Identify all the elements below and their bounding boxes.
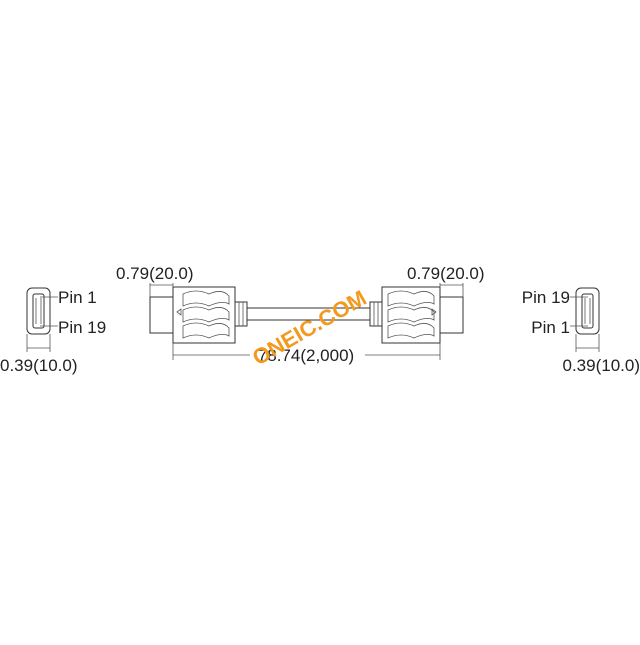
- left-pin-bottom-label: Pin 19: [58, 318, 106, 337]
- right-plug-grip: [388, 323, 434, 338]
- right-strain-relief: [370, 302, 382, 326]
- right-end-outline: [576, 288, 599, 334]
- right-plug-grip: [388, 307, 434, 322]
- left-plug-grip: [183, 307, 229, 322]
- left-plug-grip: [183, 291, 229, 306]
- left-plug-grip: [183, 323, 229, 338]
- right-connector-tongue: [440, 297, 463, 333]
- right-end-view: [570, 288, 599, 352]
- right-pin-bottom-label: Pin 1: [531, 318, 570, 337]
- right-width-dimension: 0.39(10.0): [563, 356, 640, 375]
- right-pin-top-label: Pin 19: [522, 288, 570, 307]
- left-end-view: [27, 288, 58, 352]
- left-end-socket: [33, 294, 44, 328]
- left-width-dimension: 0.39(10.0): [0, 356, 78, 375]
- left-plug-dimension: 0.79(20.0): [116, 264, 194, 283]
- left-strain-relief: [235, 302, 247, 326]
- right-end-socket: [582, 294, 593, 328]
- left-pin-top-label: Pin 1: [58, 288, 97, 307]
- right-plug-dimension: 0.79(20.0): [407, 264, 485, 283]
- right-plug-grip: [388, 291, 434, 306]
- left-connector-tongue: [150, 297, 173, 333]
- left-end-outline: [27, 288, 50, 334]
- left-orientation-arrow-icon: [177, 309, 181, 315]
